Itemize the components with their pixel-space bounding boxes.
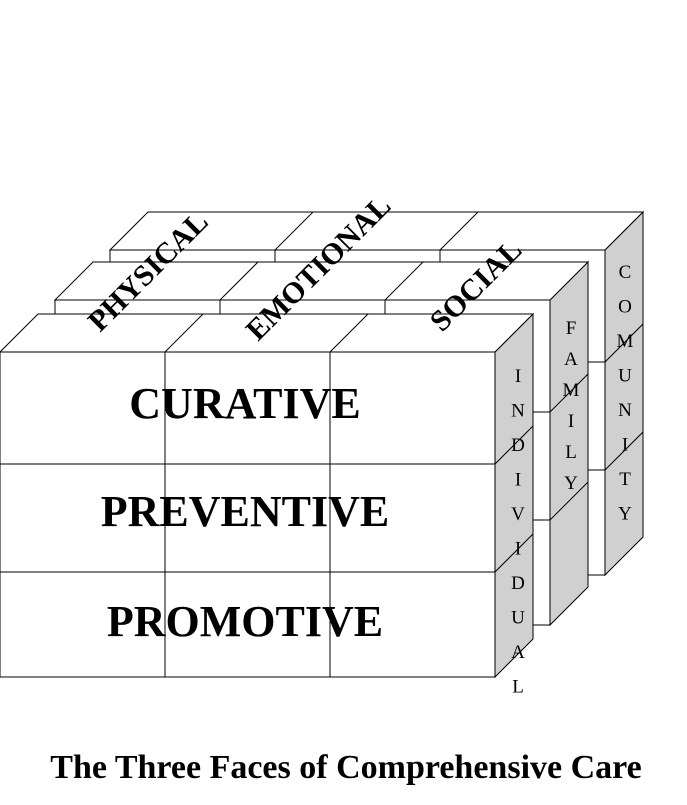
layer-letter: I	[568, 411, 574, 432]
layer-letter: F	[566, 318, 577, 339]
layer-letter: I	[622, 435, 628, 456]
slab-top-divider	[219, 261, 259, 301]
slab-side-divider	[604, 323, 644, 363]
slab-side-divider	[549, 481, 589, 521]
slab-side-divider	[494, 533, 534, 573]
layer-letter: D	[511, 573, 525, 594]
layer-letter: V	[511, 504, 525, 525]
layer-letter: U	[511, 608, 525, 629]
slab-top-divider	[439, 211, 479, 251]
layer-letter: O	[618, 297, 632, 318]
layer-letter: D	[511, 435, 525, 456]
slab-side-divider	[494, 425, 534, 465]
slab-top-divider	[384, 261, 424, 301]
layer-letter: C	[619, 262, 632, 283]
layer-letter: M	[563, 380, 580, 401]
slab-top-divider	[274, 211, 314, 251]
layer-letter: I	[515, 539, 521, 560]
slab-top-divider	[329, 313, 369, 353]
layer-letter: N	[618, 400, 632, 421]
slab-side-divider	[604, 431, 644, 471]
layer-letter: N	[511, 401, 525, 422]
layer-letter: L	[565, 442, 577, 463]
layer-letter: U	[618, 366, 632, 387]
slab-side-divider	[549, 373, 589, 413]
layer-letter: I	[515, 470, 521, 491]
layer-letter: A	[564, 349, 578, 370]
row-label-curative: CURATIVE	[129, 379, 360, 428]
layer-letter: M	[617, 331, 634, 352]
layer-letter: L	[512, 677, 524, 698]
layer-letter: I	[515, 366, 521, 387]
row-label-promotive: PROMOTIVE	[107, 597, 383, 646]
cube-slabs	[0, 210, 645, 679]
row-label-preventive: PREVENTIVE	[101, 487, 390, 536]
diagram-caption: The Three Faces of Comprehensive Care	[50, 749, 641, 786]
layer-letter: T	[619, 469, 631, 490]
slab-top-divider	[164, 313, 204, 353]
layer-letter: Y	[564, 473, 578, 494]
layer-letter: A	[511, 642, 525, 663]
layer-letter: Y	[618, 504, 632, 525]
